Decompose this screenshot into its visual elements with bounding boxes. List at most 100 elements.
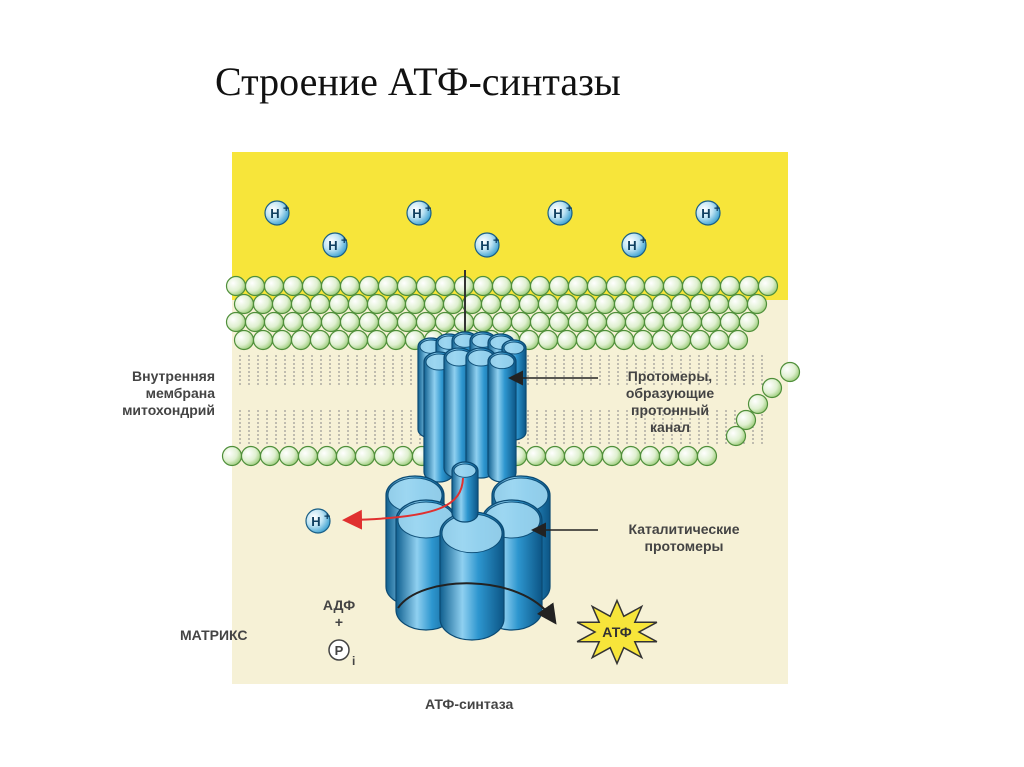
lipid-head [577,331,596,350]
lipid-head [603,447,622,466]
lipid-head [444,295,463,314]
lipid-head [759,277,778,296]
svg-text:+: + [640,235,646,247]
membrane-label: Внутренняя мембрана митохондрий [70,368,215,419]
lipid-head [698,447,717,466]
lipid-head [242,447,261,466]
lipid-head [748,295,767,314]
lipid-head [672,331,691,350]
lipid-head [577,295,596,314]
lipid-head [349,295,368,314]
lipid-head [360,277,379,296]
lipid-head [474,277,493,296]
lipid-head [569,277,588,296]
lipid-head [501,295,520,314]
lipid-head [683,313,702,332]
lipid-head [626,313,645,332]
lipid-head [740,313,759,332]
svg-text:+: + [283,203,289,215]
lipid-head [341,313,360,332]
lipid-head [284,277,303,296]
svg-text:H: H [480,238,489,253]
proton-ion: H+ [475,233,499,257]
lipid-head [436,277,455,296]
proton-ion: H+ [696,201,720,225]
svg-text:H: H [553,206,562,221]
lipid-head [512,277,531,296]
lipid-head [398,313,417,332]
lipid-head [254,295,273,314]
matrix-label: МАТРИКС [180,627,248,644]
lipid-head [679,447,698,466]
lipid-head [702,313,721,332]
lipid-head [292,295,311,314]
lipid-head [394,447,413,466]
lipid-head [539,331,558,350]
lipid-head [368,295,387,314]
lipid-head [368,331,387,350]
phosphate-subscript: i [352,654,355,668]
lipid-head [299,447,318,466]
central-stalk-cylinder [452,462,478,522]
lipid-head [280,447,299,466]
lipid-head [749,395,768,414]
svg-text:+: + [493,235,499,247]
lipid-head [653,331,672,350]
proton-channel-protomers [418,332,526,482]
proton-ion: H+ [265,201,289,225]
lipid-head [512,313,531,332]
lipid-head [664,277,683,296]
lipid-head [227,277,246,296]
lipid-head [531,313,550,332]
lipid-head [227,313,246,332]
lipid-head [740,277,759,296]
lipid-head [615,331,634,350]
svg-text:+: + [425,203,431,215]
lipid-head [436,313,455,332]
lipid-head [322,313,341,332]
lipid-head [664,313,683,332]
lipid-head [425,295,444,314]
catalytic-protomer [440,512,504,640]
proton-channel-label: Протомеры, образующие протонный канал [600,368,740,436]
lipid-head [311,295,330,314]
lipid-head [318,447,337,466]
lipid-head [588,313,607,332]
lipid-head [729,331,748,350]
lipid-head [417,313,436,332]
lipid-head [254,331,273,350]
lipid-head [588,277,607,296]
lipid-head [645,277,664,296]
lipid-head [634,295,653,314]
lipid-head [330,331,349,350]
proton-ion: H+ [548,201,572,225]
lipid-head [235,295,254,314]
lipid-head [273,331,292,350]
lipid-head [235,331,254,350]
lipid-head [493,313,512,332]
lipid-head [531,277,550,296]
lipid-head [375,447,394,466]
lipid-head [626,277,645,296]
catalytic-label: Каталитические протомеры [604,521,764,555]
lipid-head [710,295,729,314]
lipid-head [702,277,721,296]
lipid-head [584,447,603,466]
lipid-head [223,447,242,466]
svg-text:H: H [328,238,337,253]
lipid-head [729,295,748,314]
lipid-head [337,447,356,466]
svg-text:H: H [627,238,636,253]
lipid-head [261,447,280,466]
lipid-head [474,313,493,332]
lipid-head [691,331,710,350]
lipid-head [246,313,265,332]
lipid-head [565,447,584,466]
lipid-head [406,295,425,314]
lipid-head [311,331,330,350]
lipid-head [634,331,653,350]
lipid-head [546,447,565,466]
svg-text:+: + [341,235,347,247]
lipid-head [763,379,782,398]
lipid-head [303,277,322,296]
